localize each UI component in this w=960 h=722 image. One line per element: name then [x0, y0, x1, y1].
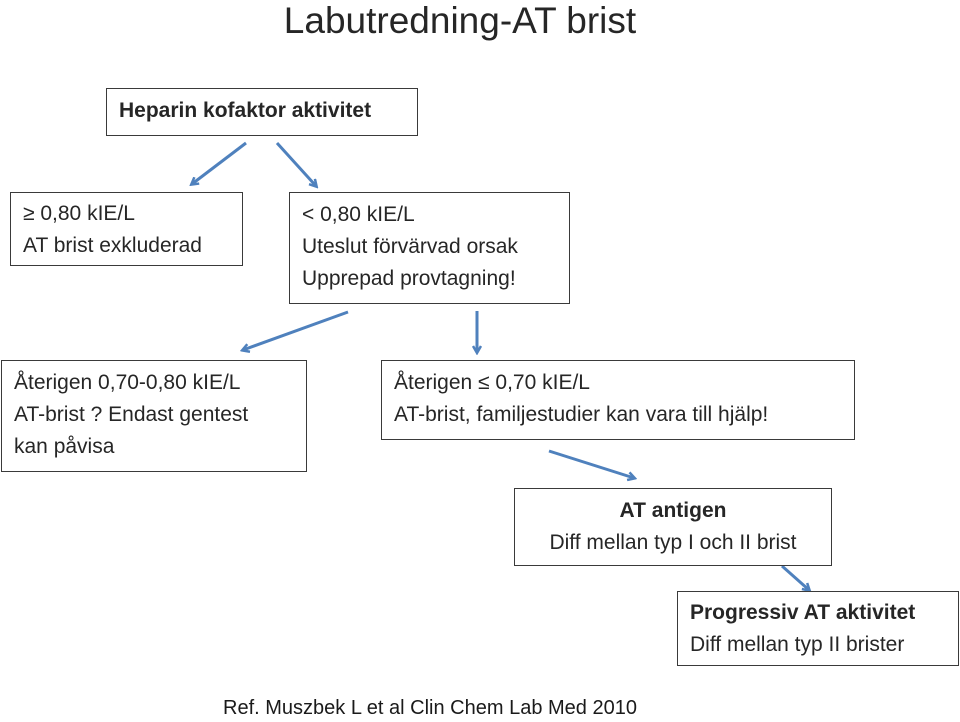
- node-retest-mid-line3: kan påvisa: [14, 435, 115, 458]
- node-excluded-line1: ≥ 0,80 kIE/L: [23, 202, 135, 225]
- node-excluded-line2: AT brist exkluderad: [23, 234, 202, 257]
- node-retest-low: Återigen ≤ 0,70 kIE/L AT-brist, familjes…: [381, 360, 855, 440]
- node-retest-mid-line2: AT-brist ? Endast gentest: [14, 403, 249, 426]
- node-antigen-line2: Diff mellan typ I och II brist: [549, 531, 797, 554]
- node-excluded: ≥ 0,80 kIE/L AT brist exkluderad: [10, 192, 243, 266]
- page-title: Labutredning-AT brist: [283, 0, 637, 41]
- node-antigen-line1: AT antigen: [619, 499, 727, 522]
- arrow-retest-low-to-antigen: [548, 449, 634, 478]
- node-below-line2: Uteslut förvärvad orsak: [302, 235, 518, 258]
- node-progressive-line2: Diff mellan typ II brister: [690, 633, 905, 656]
- node-progressive: Progressiv AT aktivitet Diff mellan typ …: [677, 591, 959, 666]
- node-retest-mid-line1: Återigen 0,70-0,80 kIE/L: [14, 371, 241, 394]
- arrow-heparin-to-excluded: [192, 141, 247, 184]
- node-below-line1: < 0,80 kIE/L: [302, 203, 415, 226]
- node-progressive-line1: Progressiv AT aktivitet: [690, 601, 916, 624]
- arrow-antigen-to-progressive: [781, 564, 809, 590]
- node-antigen: AT antigen Diff mellan typ I och II bris…: [514, 488, 832, 566]
- node-heparin-label: Heparin kofaktor aktivitet: [119, 99, 372, 122]
- node-retest-mid: Återigen 0,70-0,80 kIE/L AT-brist ? Enda…: [1, 360, 307, 472]
- node-heparin: Heparin kofaktor aktivitet: [106, 88, 418, 136]
- node-below: < 0,80 kIE/L Uteslut förvärvad orsak Upp…: [289, 192, 570, 304]
- node-retest-low-line1: Återigen ≤ 0,70 kIE/L: [394, 371, 590, 394]
- arrow-below-to-retest-mid: [243, 310, 349, 350]
- arrow-heparin-to-below: [275, 141, 316, 186]
- node-retest-low-line2: AT-brist, familjestudier kan vara till h…: [394, 403, 769, 426]
- node-below-line3: Upprepad provtagning!: [302, 267, 516, 290]
- reference-note: Ref. Muszbek L et al Clin Chem Lab Med 2…: [223, 697, 637, 719]
